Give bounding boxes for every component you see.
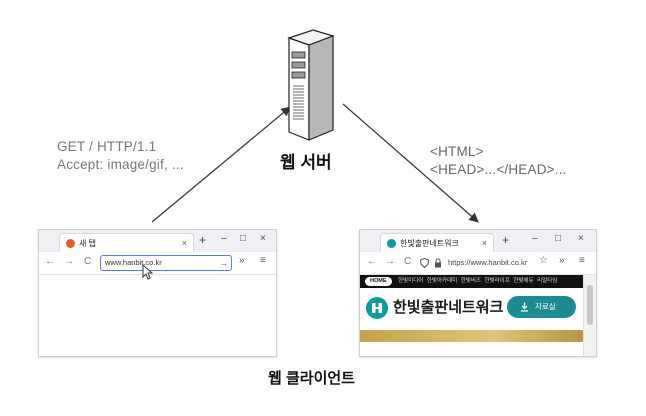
- response-reload-icon[interactable]: C: [404, 256, 412, 267]
- request-arrow: [151, 106, 291, 223]
- server-tower-icon: [287, 29, 335, 141]
- response-forward-icon[interactable]: →: [385, 256, 395, 267]
- response-minimize-button[interactable]: –: [532, 233, 538, 244]
- client-address-bar[interactable]: www.hanbit.co.kr →: [100, 255, 232, 271]
- hanbit-home-tag[interactable]: HOME: [365, 277, 392, 286]
- client-menu-icon[interactable]: ≡: [260, 255, 266, 266]
- client-tab-title: 새 탭: [79, 239, 96, 248]
- response-new-tab-button[interactable]: +: [502, 233, 510, 247]
- request-line-1: GET / HTTP/1.1: [57, 139, 157, 154]
- client-tab-bar: 새 탭 × + – □ ×: [39, 230, 276, 253]
- hanbit-logo-icon: [366, 297, 388, 319]
- request-line-2: Accept: image/gif, ...: [57, 157, 184, 172]
- response-tab-close-icon[interactable]: ×: [481, 238, 487, 248]
- client-url-text: www.hanbit.co.kr: [105, 258, 162, 267]
- response-line-1: <HTML>: [430, 144, 484, 159]
- client-maximize-button[interactable]: □: [240, 233, 247, 244]
- client-tab-new[interactable]: 새 탭 ×: [59, 233, 194, 253]
- mouse-cursor-icon: [142, 264, 154, 280]
- client-go-icon[interactable]: →: [219, 258, 228, 268]
- web-server-label: 웹 서버: [280, 153, 332, 172]
- http-response-caption: <HTML> <HEAD>...</HEAD>...: [430, 143, 567, 179]
- shield-icon: [420, 258, 429, 268]
- response-url-text[interactable]: https://www.hanbit.co.kr: [448, 258, 528, 267]
- hanbit-favicon-icon: [387, 239, 396, 248]
- response-arrow: [342, 103, 479, 223]
- client-new-tab-button[interactable]: +: [199, 233, 207, 247]
- response-tab-bar: 한빛출판네트워크 × + – □ ×: [360, 230, 596, 253]
- download-icon: [521, 302, 528, 312]
- response-scrollbar[interactable]: [583, 275, 596, 356]
- hanbit-brand-name: 한빛출판네트워크: [393, 299, 504, 316]
- client-back-icon[interactable]: ←: [45, 256, 55, 267]
- response-scroll-thumb[interactable]: [587, 285, 593, 325]
- web-client-label: 웹 클라이언트: [268, 370, 355, 387]
- bookmark-star-icon[interactable]: ☆: [539, 255, 548, 266]
- http-request-caption: GET / HTTP/1.1 Accept: image/gif, ...: [57, 138, 184, 174]
- response-window-close-button[interactable]: ×: [578, 233, 584, 244]
- firefox-icon: [66, 239, 75, 248]
- lock-icon: [435, 258, 441, 268]
- client-reload-icon[interactable]: C: [84, 256, 92, 267]
- response-line-2: <HEAD>...</HEAD>...: [430, 162, 567, 177]
- hanbit-banner-strip: [360, 330, 584, 342]
- response-maximize-button[interactable]: □: [555, 233, 562, 244]
- client-nav-bar: ← → C www.hanbit.co.kr → » ≡: [39, 252, 276, 275]
- client-forward-icon[interactable]: →: [64, 256, 74, 267]
- client-minimize-button[interactable]: –: [221, 233, 227, 244]
- response-tab-title: 한빛출판네트워크: [400, 239, 459, 248]
- hanbit-nav-links[interactable]: 한빛미디어 한빛아카데미 한빛비즈 한빛라이프 한빛에듀 리얼타임: [398, 278, 558, 284]
- response-more-icon[interactable]: »: [559, 255, 565, 266]
- client-window-close-button[interactable]: ×: [260, 233, 266, 244]
- download-center-label: 자료실: [535, 302, 556, 311]
- response-browser-window: 한빛출판네트워크 × + – □ × ← → C https://www.han…: [359, 229, 597, 357]
- response-tab-hanbit[interactable]: 한빛출판네트워크 ×: [380, 233, 494, 253]
- response-back-icon[interactable]: ←: [367, 256, 377, 267]
- download-center-button[interactable]: 자료실: [507, 296, 576, 318]
- response-menu-icon[interactable]: ≡: [579, 255, 585, 266]
- response-nav-bar: ← → C https://www.hanbit.co.kr ☆ » ≡: [360, 252, 596, 275]
- client-browser-window: 새 탭 × + – □ × ← → C www.hanbit.co.kr → »…: [38, 229, 277, 357]
- client-tab-close-icon[interactable]: ×: [181, 238, 187, 248]
- client-more-icon[interactable]: »: [239, 255, 245, 266]
- hanbit-top-nav: HOME 한빛미디어 한빛아카데미 한빛비즈 한빛라이프 한빛에듀 리얼타임: [360, 275, 584, 288]
